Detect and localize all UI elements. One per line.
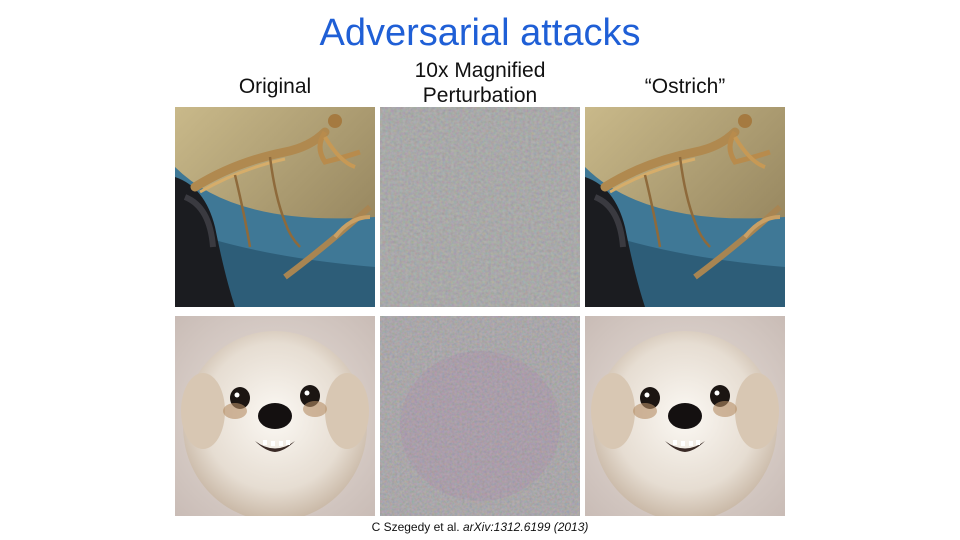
label-ostrich-text: “Ostrich” — [644, 75, 726, 98]
label-perturbation-line2: Perturbation — [422, 84, 538, 107]
citation-author: C Szegedy et al. — [371, 520, 460, 534]
citation: C Szegedy et al. arXiv:1312.6199 (2013) — [0, 520, 960, 534]
mantis-perturbation-image — [380, 107, 580, 307]
label-perturbation-line1: 10x Magnified — [414, 59, 546, 82]
label-ostrich: “Ostrich” — [585, 74, 785, 99]
mantis-original-image — [175, 107, 375, 307]
label-perturbation: 10x Magnified Perturbation — [360, 58, 600, 108]
slide-title: Adversarial attacks — [319, 12, 641, 54]
label-original-text: Original — [238, 75, 312, 98]
dog-ostrich-image — [585, 316, 785, 516]
mantis-ostrich-image — [585, 107, 785, 307]
label-original: Original — [175, 74, 375, 99]
dog-original-image — [175, 316, 375, 516]
dog-perturbation-image — [380, 316, 580, 516]
citation-reference: arXiv:1312.6199 (2013) — [462, 520, 589, 534]
